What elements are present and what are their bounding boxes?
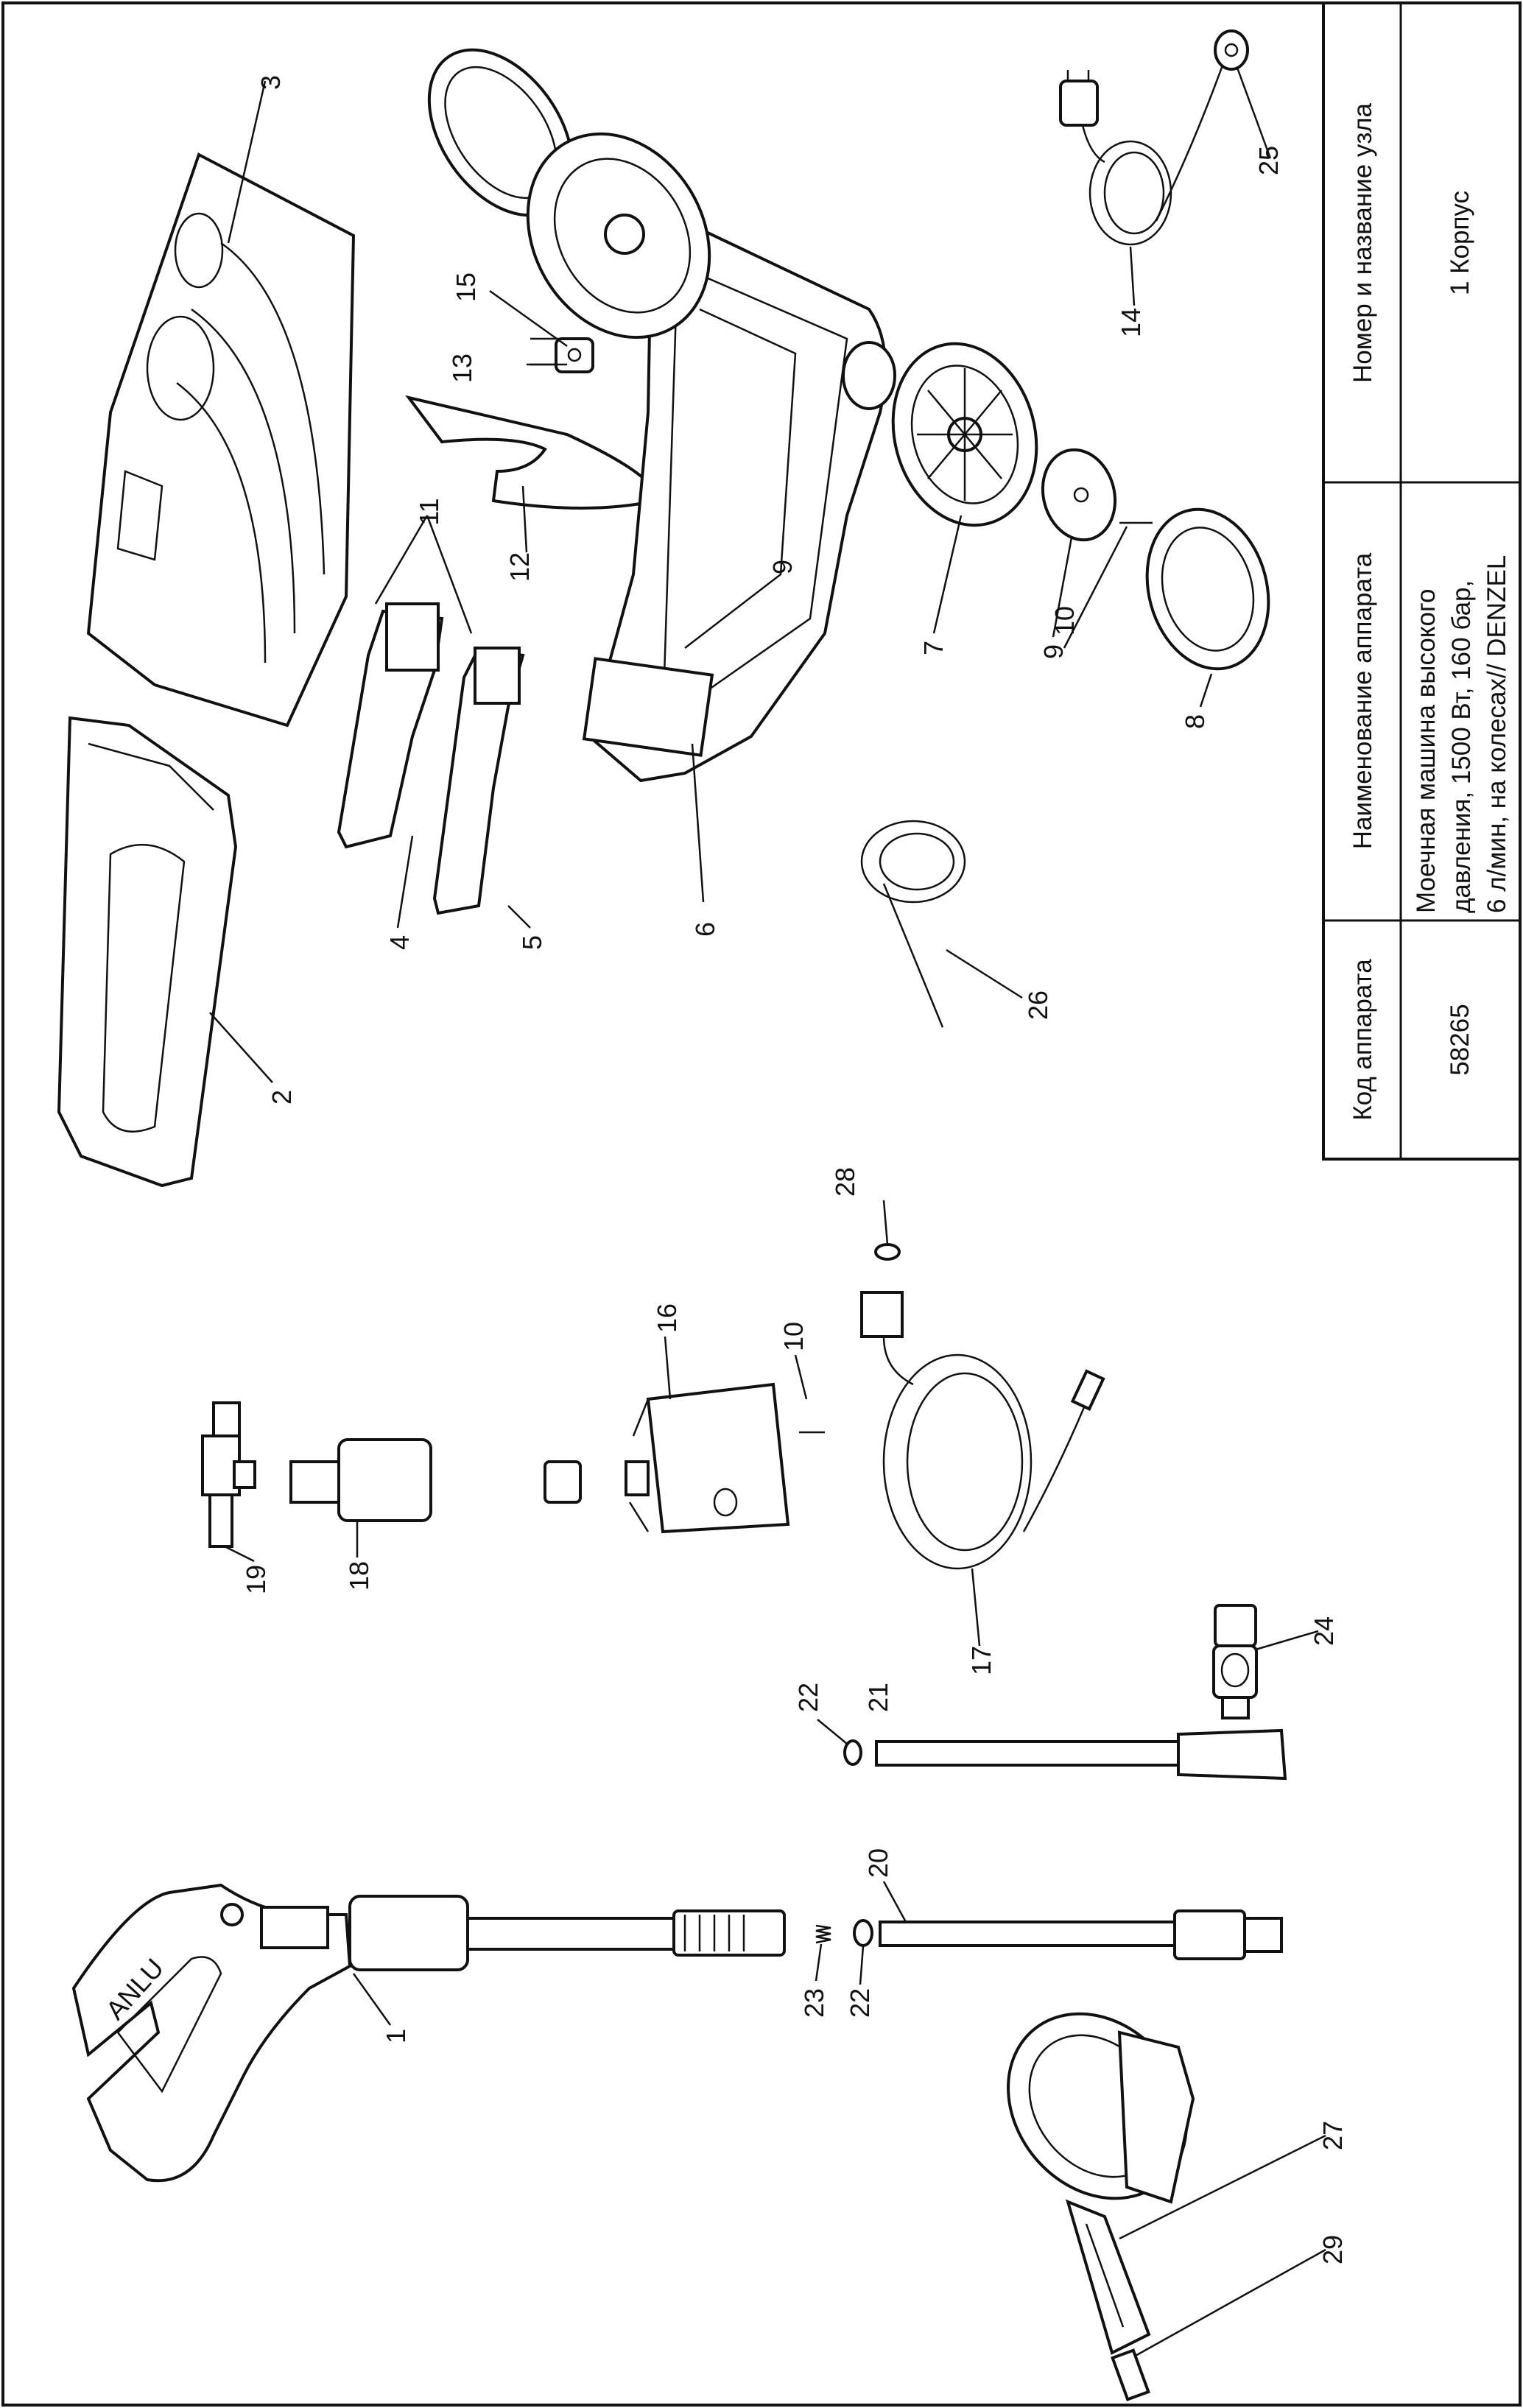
callout-14: 14 — [1116, 308, 1146, 337]
callout-13: 13 — [447, 353, 477, 383]
callout-9: 9 — [767, 560, 798, 574]
callout-15: 15 — [451, 272, 481, 302]
part-8-wheel-cap — [1145, 507, 1270, 671]
callout-10: 10 — [1049, 606, 1080, 636]
callout-21: 21 — [863, 1683, 893, 1712]
device-code: 58265 — [1446, 1004, 1474, 1075]
callout-2: 2 — [267, 1090, 297, 1105]
part-14-power-cord — [1059, 54, 1228, 246]
part-17-high-pressure-hose — [860, 1291, 1105, 1570]
part-16-pump-cover — [625, 1382, 790, 1534]
part-3-front-cover — [86, 152, 356, 728]
part-wheel-top — [526, 132, 711, 339]
callout-17: 17 — [966, 1646, 996, 1675]
leader-lines — [209, 67, 1326, 2358]
callout-28: 28 — [830, 1167, 860, 1197]
device-name-line-3: 6 л/мин, на колесах// DENZEL — [1482, 555, 1511, 913]
part-22-o-ring-upper — [843, 1739, 862, 1766]
part-23-spring — [815, 1924, 831, 1944]
part-20-lance — [879, 1909, 1283, 1960]
part-1-spray-gun: ANLU — [71, 1883, 786, 2183]
part-2-handle — [57, 716, 238, 1188]
part-6-main-housing — [582, 203, 896, 783]
part-18-filter — [289, 1438, 432, 1522]
part-28-o-ring — [874, 1243, 901, 1261]
part-24-hose-adapter — [1212, 1604, 1258, 1719]
callout-22-upper: 22 — [793, 1683, 823, 1712]
header-unit: Номер и название узла — [1348, 102, 1377, 382]
callout-27: 27 — [1318, 2121, 1348, 2150]
callout-3: 3 — [256, 75, 286, 90]
part-4-bracket — [337, 602, 444, 849]
callout-26: 26 — [1023, 990, 1053, 1020]
part-9-washer — [1041, 448, 1117, 542]
part-29-brush-nozzle — [1111, 2348, 1150, 2401]
callout-10-lower: 10 — [778, 1322, 809, 1351]
part-27-rotary-brush — [1007, 2012, 1195, 2355]
part-5-bracket — [432, 646, 525, 915]
header-name: Наименование аппарата — [1348, 552, 1377, 849]
callout-29: 29 — [1318, 2235, 1348, 2264]
callout-24: 24 — [1309, 1616, 1339, 1646]
callout-8: 8 — [1180, 714, 1210, 729]
callout-5: 5 — [517, 935, 547, 950]
callout-19: 19 — [241, 1565, 271, 1594]
header-code: Код аппарата — [1348, 959, 1377, 1121]
part-7-wheel — [891, 342, 1038, 527]
callout-labels: 3 2 11 4 5 6 7 9 9 10 8 12 13 15 14 25 2… — [241, 75, 1348, 2264]
part-19-connector — [201, 1401, 256, 1548]
device-name-line-2: давления, 1500 Вт, 160 бар, — [1447, 580, 1476, 913]
part-16-nut — [544, 1460, 582, 1504]
unit-name: 1 Корпус — [1446, 191, 1474, 295]
part-15-clip — [555, 337, 594, 373]
callout-9b: 9 — [1038, 644, 1069, 659]
callout-20: 20 — [863, 1848, 893, 1878]
title-table: Код аппарата Наименование аппарата Номер… — [1322, 1, 1522, 1161]
callout-11: 11 — [414, 498, 444, 525]
callout-23: 23 — [799, 1988, 829, 2018]
part-21-lance-extension — [875, 1728, 1287, 1781]
callout-12: 12 — [504, 552, 535, 582]
callout-4: 4 — [384, 935, 415, 950]
part-26-coiled-hose — [860, 820, 966, 1028]
callout-18: 18 — [344, 1561, 374, 1591]
part-12-seal-plate — [405, 395, 658, 510]
device-name-line-1: Моечная машина высокого — [1412, 589, 1441, 913]
callout-7: 7 — [918, 641, 949, 655]
part-25-cord-grommet — [1214, 29, 1249, 71]
part-22-o-ring-lower — [853, 1919, 873, 1947]
callout-25: 25 — [1253, 146, 1284, 175]
callout-16: 16 — [652, 1303, 682, 1333]
callout-6: 6 — [690, 922, 720, 937]
callout-22-lower: 22 — [845, 1988, 875, 2018]
callout-1: 1 — [381, 2029, 411, 2043]
